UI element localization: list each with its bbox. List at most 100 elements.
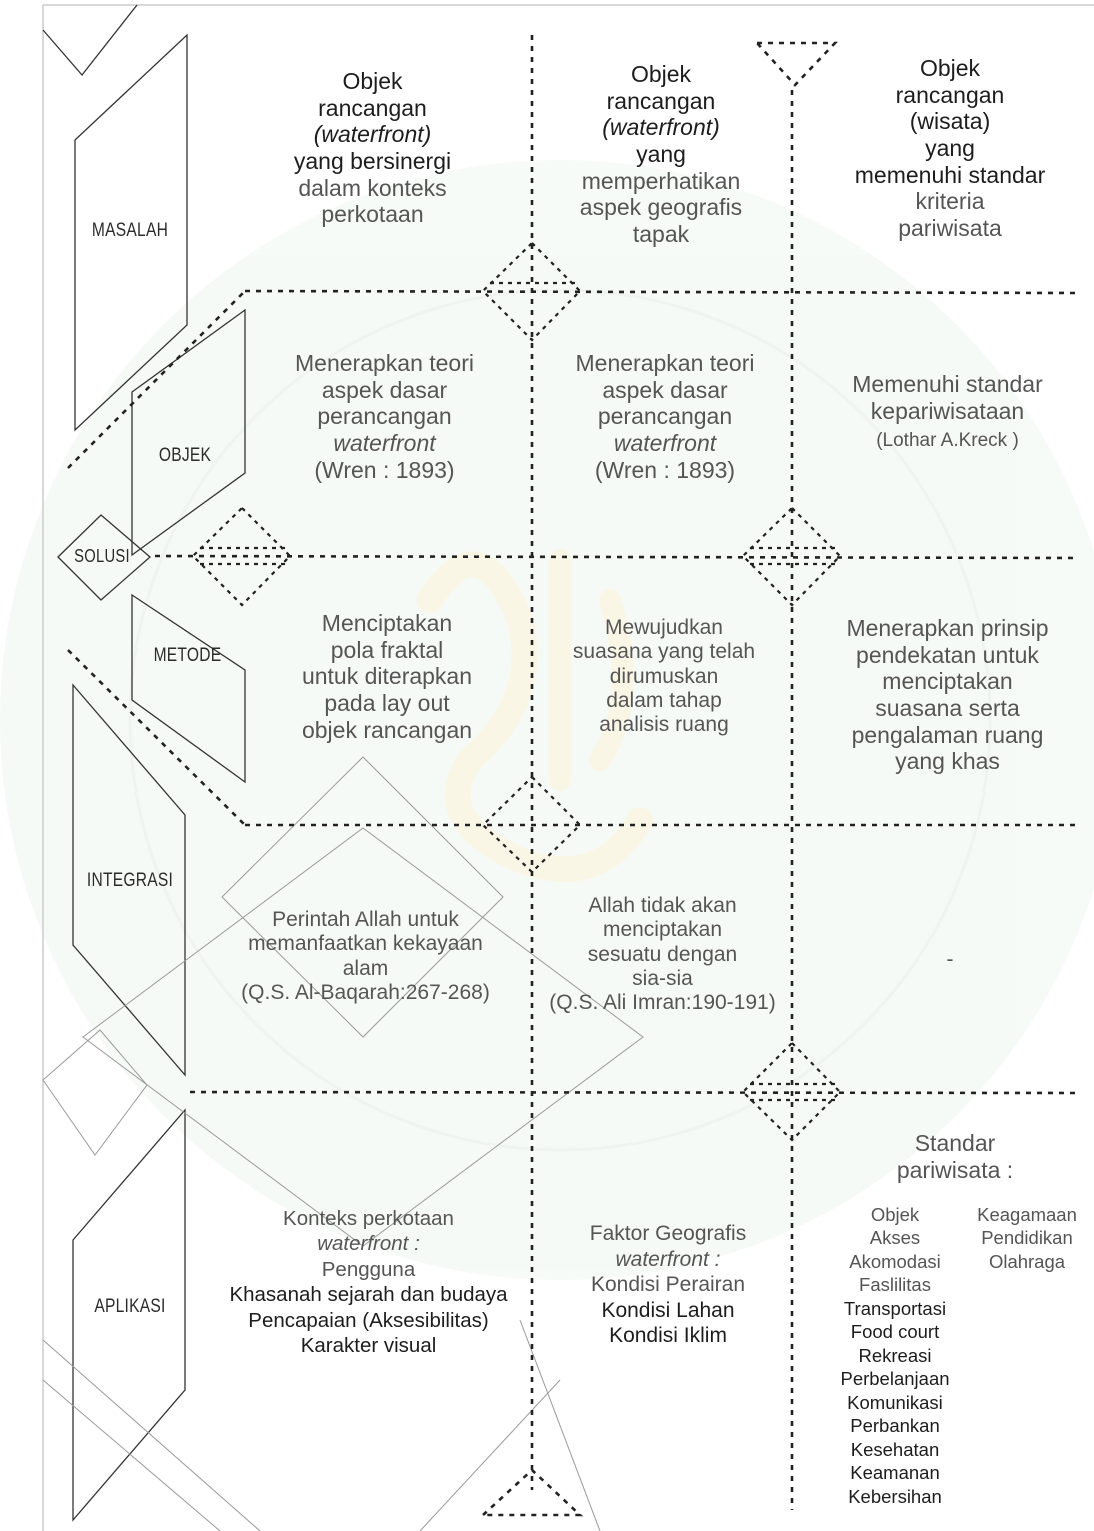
text-line: dirumuskan — [609, 664, 719, 688]
text-line: Komunikasi — [847, 1391, 943, 1413]
text-line: pada lay out — [324, 690, 450, 717]
label-integrasi: INTEGRASI — [86, 870, 174, 891]
label-masalah: MASALAH — [91, 220, 169, 241]
text-line: Kondisi Perairan — [590, 1273, 746, 1297]
text-line: rancangan — [606, 87, 716, 114]
watermark-seal — [0, 160, 1094, 1280]
text-line: Keamanan — [850, 1462, 940, 1484]
text-line: waterfront — [613, 430, 717, 457]
text-line: analisis ruang — [599, 713, 729, 737]
text-line: (wisata) — [909, 108, 991, 135]
text-line: Kebersihan — [848, 1485, 942, 1507]
text-line: Menerapkan prinsip — [846, 615, 1049, 641]
intersection-diamonds — [191, 241, 842, 1142]
text-line: kepariwisataan — [870, 397, 1025, 424]
text-line: yang — [925, 135, 975, 162]
text-line: Olahraga — [988, 1250, 1066, 1272]
text-line: Objek — [342, 68, 403, 94]
text-line: Faktor Geografis — [589, 1222, 747, 1245]
text-line: alam — [342, 956, 389, 980]
text-line: pendekatan untuk — [856, 641, 1039, 668]
text-line: memperhatikan — [581, 167, 741, 194]
text-line: Mewujudkan — [605, 616, 723, 639]
text-line: memenuhi standar — [854, 161, 1046, 188]
label-solusi: SOLUSI — [74, 546, 130, 566]
text-line: Karakter visual — [300, 1334, 437, 1358]
text-line: perkotaan — [321, 201, 424, 228]
text-line: Perintah Allah untuk — [272, 908, 459, 931]
text-line: waterfront : — [317, 1232, 420, 1256]
text-line: pariwisata : — [896, 1156, 1014, 1183]
label-aplikasi: APLIKASI — [94, 1296, 166, 1317]
text-line: rancangan — [318, 94, 427, 121]
text-line: aspek dasar — [321, 376, 448, 403]
label-metode: METODE — [153, 645, 222, 666]
text-line: sesuatu dengan — [587, 942, 738, 966]
text-line: pola fraktal — [330, 636, 444, 663]
objek-col3-ref: (Lothar A.Kreck ) — [876, 430, 1019, 451]
text-line: Allah tidak akan — [588, 894, 737, 917]
text-line: aspek dasar — [602, 376, 728, 403]
text-line: Khasanah sejarah dan budaya — [229, 1283, 508, 1307]
text-line: (Wren : 1893) — [314, 456, 455, 483]
text-line: Kesehatan — [850, 1438, 940, 1460]
text-line: Pengguna — [321, 1257, 416, 1281]
text-line: suasana serta — [875, 695, 1020, 722]
text-line: pariwisata — [898, 215, 1002, 242]
text-line: Menciptakan — [321, 610, 453, 636]
text-line: Food court — [850, 1321, 940, 1343]
text-line: waterfront — [333, 430, 436, 457]
label-objek: OBJEK — [158, 445, 212, 466]
text-line: Pendidikan — [981, 1227, 1073, 1249]
text-line: rancangan — [895, 81, 1005, 108]
text-line: Akomodasi — [849, 1250, 941, 1272]
text-line: dalam konteks — [298, 174, 447, 201]
text-line: Perbelanjaan — [840, 1368, 950, 1390]
text-line: yang khas — [895, 748, 1000, 775]
text-line: Transportasi — [843, 1297, 947, 1319]
text-line: Konteks perkotaan — [283, 1207, 454, 1230]
text-line: (Wren : 1893) — [594, 456, 736, 483]
text-line: (Q.S. Ali Imran:190-191) — [549, 991, 776, 1015]
text-line: Objek — [919, 55, 981, 81]
text-line: Keagamaan — [977, 1204, 1077, 1225]
text-line: menciptakan — [882, 668, 1013, 695]
text-line: waterfront : — [615, 1247, 721, 1271]
text-line: memanfaatkan kekayaan — [248, 932, 483, 956]
text-line: kriteria — [915, 188, 985, 215]
text-line: pengalaman ruang — [851, 721, 1044, 748]
text-line: aspek geografis — [579, 194, 743, 221]
text-line: Akses — [869, 1227, 921, 1249]
text-line: yang — [636, 141, 686, 168]
text-line: (waterfront) — [313, 121, 432, 148]
text-line: menciptakan — [602, 918, 723, 942]
decorative-diamonds — [42, 756, 644, 1531]
text-line: sia-sia — [632, 967, 693, 991]
text-line: perancangan — [317, 403, 452, 430]
grid-lines — [67, 35, 1076, 1517]
text-line: Faslilitas — [859, 1274, 931, 1296]
text-line: Pencapaian (Aksesibilitas) — [248, 1308, 489, 1332]
text-line: untuk diterapkan — [301, 663, 473, 690]
text-line: (Q.S. Al-Baqarah:267-268) — [241, 981, 490, 1005]
integrasi-col3: - — [946, 948, 954, 971]
text-line: Perbankan — [850, 1415, 940, 1437]
text-line: tapak — [632, 221, 690, 248]
text-line: objek rancangan — [301, 716, 473, 743]
text-line: suasana yang telah — [572, 640, 756, 664]
